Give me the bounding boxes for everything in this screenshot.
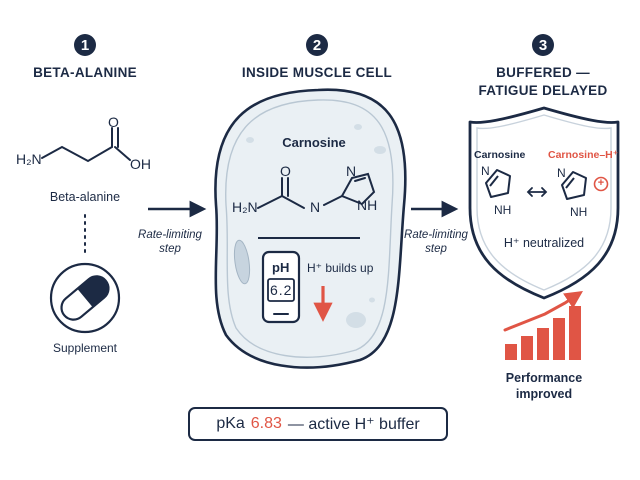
ph-meter-label: pH [272,260,290,275]
performance-bar-chart-icon [505,306,581,360]
arrow-left-caption-line-2: step [159,243,181,255]
step-1-title: BETA-ALANINE [33,65,137,80]
carnosine-atom-h2n: H₂N [232,199,258,215]
arrow-right-caption: Rate-limiting step [398,228,474,256]
pka-value: 6.83 [250,415,282,432]
pka-callout-box: pKa 6.83 — active H⁺ buffer [188,407,448,441]
supplement-label: Supplement [52,341,118,355]
pka-suffix: — active H⁺ buffer [287,416,420,433]
ph-meter-value: 6.2 [270,282,293,298]
step-3-title-line-2: FATIGUE DELAYED [478,83,608,98]
arrow-right-caption-line-2: step [425,243,447,255]
carnosine-atom-o: O [280,163,291,179]
acid-buildup-text: H⁺ builds up [307,261,374,275]
atom-h2n: H₂N [16,151,42,167]
carnosine-label: Carnosine [282,135,346,150]
ph-meter-icon [261,250,301,324]
shield-ring-left-n: N [481,164,490,178]
positive-charge-sign: + [597,177,605,189]
carnosine-structure [257,172,376,209]
performance-trend-arrow [503,291,583,332]
atom-o: O [108,114,119,130]
positive-charge-icon [593,176,609,192]
shield-inner [476,114,612,291]
beta-alanine-structure [41,127,131,163]
arrow-left-caption: Rate-limiting step [130,228,210,256]
shield-ring-right-n: N [557,166,566,180]
atom-oh: OH [130,156,151,172]
shield-ring-right-nh: NH [570,205,588,219]
step-2-title: INSIDE MUSCLE CELL [241,65,393,80]
supplement-capsule-icon [49,262,121,334]
h-neutralized-text: H⁺ neutralized [503,236,585,250]
step-3-number: 3 [532,34,554,56]
carnosine-atom-amide-n: N [310,199,321,215]
step-3-title-line-1: BUFFERED — [496,65,590,80]
performance-label-line-1: Performance [505,371,583,385]
imidazole-ring-right [561,171,587,200]
carnosine-atom-ring-n: N [346,163,357,179]
equilibrium-arrow-icon [526,187,548,197]
pka-prefix: pKa [216,415,245,432]
arrow-right-caption-line-1: Rate-limiting [404,229,468,241]
shield [468,106,620,300]
carnosine-atom-ring-nh: NH [357,197,378,213]
muscle-cell [214,88,407,369]
shield-carnosine-label: Carnosine [474,149,526,161]
step-1-number: 1 [74,34,96,56]
step-2-number: 2 [306,34,328,56]
imidazole-ring-left [485,169,511,198]
performance-label-line-2: improved [515,387,573,401]
shield-carnosine-h-label: Carnosine–H⁺ [548,149,619,161]
shield-ring-left-nh: NH [494,203,512,217]
beta-alanine-label: Beta-alanine [49,190,121,204]
arrow-left-caption-line-1: Rate-limiting [138,229,202,241]
